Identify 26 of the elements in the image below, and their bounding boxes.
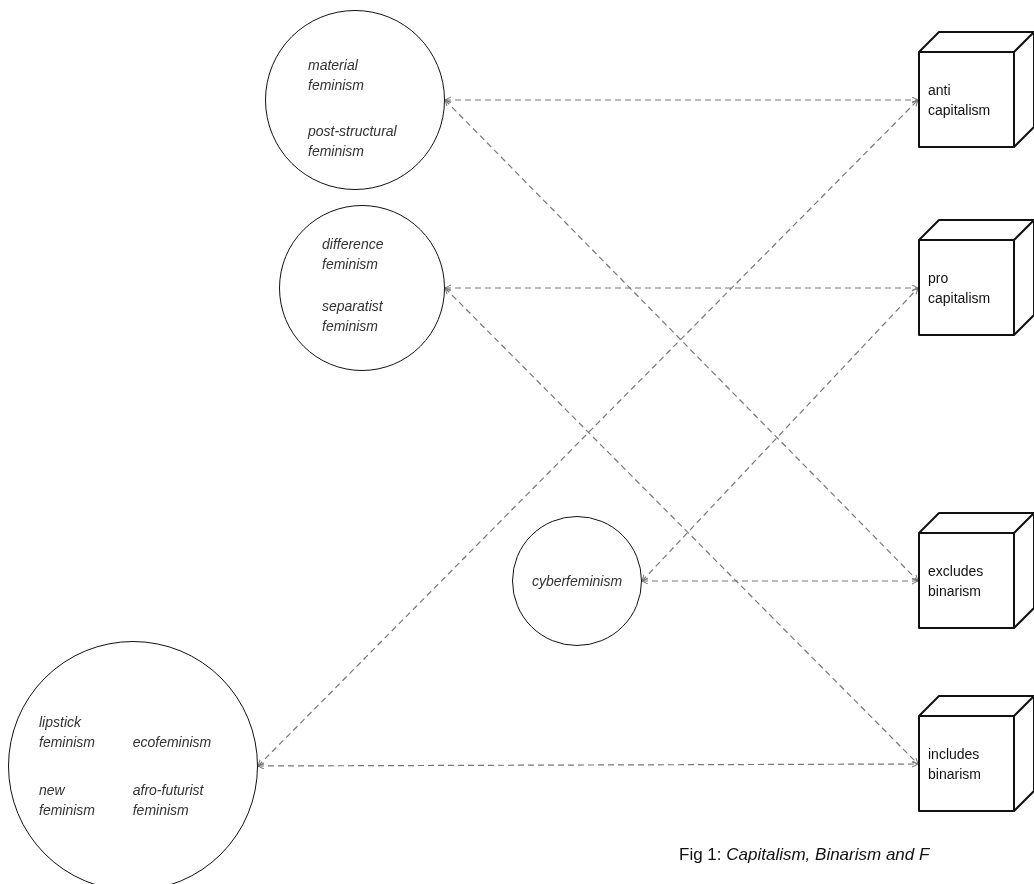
cube-label: anti capitalism [928,81,992,120]
cube-box [918,512,1034,629]
figure-caption: Fig 1: Capitalism, Binarism and F [679,844,930,866]
circle-label: new feminism [39,781,96,820]
circle-label: post-structural feminism [308,122,398,161]
cube-label: excludes binarism [928,562,985,601]
cube-label: pro capitalism [928,269,992,308]
dashed-connector [444,99,919,582]
dashed-connector [444,284,919,292]
cube-box [918,219,1034,336]
dashed-connector [257,99,919,767]
dashed-connector [257,760,919,770]
dashed-connector [444,287,919,765]
cube-box [918,31,1034,148]
cube-label: includes binarism [928,745,982,784]
circle-label: ecofeminism [132,733,213,752]
dashed-connector [641,577,919,585]
circle-label: lipstick feminism [39,713,96,752]
circle-label: separatist feminism [322,297,384,336]
cube-box [918,695,1034,812]
dashed-connector [641,287,919,582]
circle-label: afro-futurist feminism [132,781,205,820]
circle-label: difference feminism [322,235,385,274]
dashed-connector [444,96,919,104]
circle-label: cyberfeminism [531,572,623,591]
circle-label: material feminism [308,56,365,95]
